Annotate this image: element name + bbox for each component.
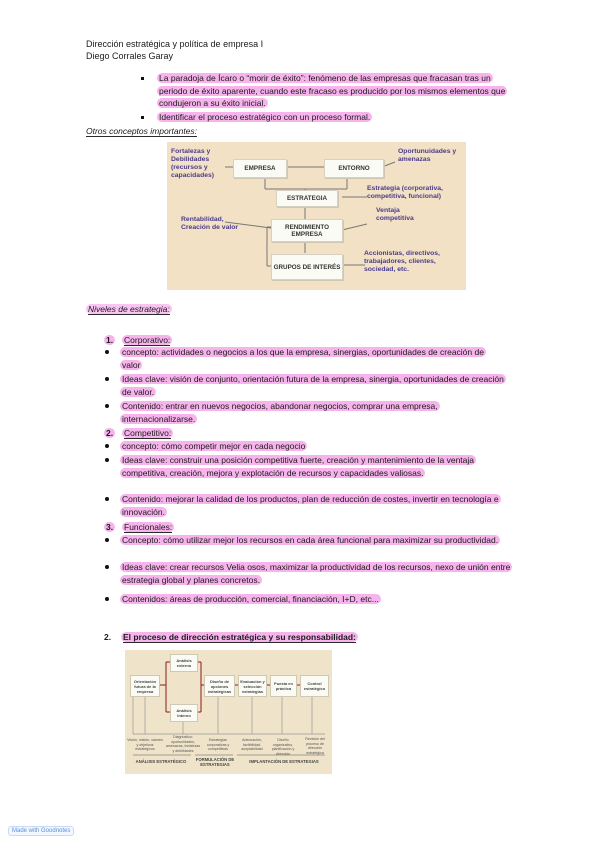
bottom-text-diagnostico: Diagnóstico: oportunidades, amenazas, fo… [165,735,201,753]
bullet-icon [105,458,109,462]
bullet-icon [105,497,109,501]
list-number-3: 3. [104,522,116,532]
list-number-2: 2. [104,428,116,438]
estrategia-tipo-label: Estrategia (corporativa, competitiva, fu… [367,185,443,200]
corporativo-concepto: concepto: actividades o negocios a los q… [120,347,486,370]
section-2-number: 2. [104,632,112,642]
bullet-icon [105,377,109,381]
bullet-icon [105,350,109,354]
bottom-text-vision: Visión, misión, valores y objetivos estr… [127,738,163,751]
bullet-icon [105,565,109,569]
estrategia-box: ESTRATEGIA [276,190,338,207]
entorno-box: ENTORNO [324,159,384,178]
funcionales-concepto: Concepto: cómo utilizar mejor los recurs… [120,535,501,545]
funcionales-ideas: Ideas clave: crear recursos Velia osos, … [120,562,513,585]
funcionales-contenido: Contenidos: áreas de producción, comerci… [120,594,381,604]
puesta-practica-box: Puesta en práctica [270,675,297,697]
phase-implantacion: IMPLANTACIÓN DE ESTRATEGIAS [249,759,319,764]
intro-item-proceso: Identificar el proceso estratégico con u… [157,112,373,122]
bottom-text-estrategias: Estrategias corporativas y competitivas [206,738,230,751]
phase-analisis: ANÁLISIS ESTRATÉGICO [135,759,187,764]
competitivo-contenido: Contenido: mejorar la calidad de los pro… [120,494,501,517]
bullet-icon [105,538,109,542]
diagram-arrows [224,161,396,267]
niveles-heading: Niveles de estrategia: [86,304,172,315]
oportunidades-label: Oportunuidades y amenazas [398,148,457,163]
bottom-text-revision: Revisión del proceso de dirección estrat… [305,737,325,755]
competitivo-concepto: concepto: cómo competir mejor en cada ne… [120,441,308,451]
bottom-text-adecuacion: Adecuación, factibilidad, aceptabilidad [241,738,263,751]
document-author: Diego Corrales Garay [86,51,174,61]
analisis-interno-box: Análisis interno [170,704,198,722]
bullet-icon [105,444,109,448]
goodnotes-logo: Made with Goodnotes [8,826,75,836]
otros-conceptos-heading: Otros conceptos importantes: [86,126,198,137]
square-bullet-icon [141,77,144,80]
analisis-externo-box: Análisis externo [170,654,198,672]
strategy-concepts-diagram: EMPRESA ENTORNO ESTRATEGIA RENDIMIENTO E… [167,142,466,290]
bullet-icon [105,597,109,601]
section-2-title: El proceso de dirección estratégica y su… [121,632,358,643]
diseno-opciones-box: Diseño de opciones estratégicas [204,675,235,697]
list-number-1: 1. [104,335,116,345]
phase-formulacion: FORMULACIÓN DE ESTRATEGIAS [195,757,235,767]
control-estrategico-box: Control estratégico [300,675,329,697]
funcionales-heading: Funcionales: [122,522,175,533]
corporativo-heading: Corporativo: [122,335,173,346]
bottom-text-diseno-org: Diseño organizativo, planificación y dir… [271,738,295,756]
evaluacion-box: Evaluación y selección estrategias [238,675,267,697]
competitivo-ideas: Ideas clave: construir una posición comp… [120,455,476,478]
grupos-interes-box: GRUPOS DE INTERÉS [271,254,343,280]
process-arrows [132,661,325,756]
ventaja-label: Ventaja competitiva [376,207,414,222]
intro-item-icaro: La paradoja de Ícaro o “morir de éxito”:… [157,73,508,108]
fortalezas-label: Fortalezas y Debilidades (recursos y cap… [171,148,215,179]
document-title: Dirección estratégica y política de empr… [86,39,264,49]
rendimiento-box: RENDIMIENTO EMPRESA [271,219,343,242]
square-bullet-icon [141,116,144,119]
empresa-box: EMPRESA [233,159,287,178]
competitivo-heading: Competitivo: [122,428,174,439]
corporativo-contenido: Contenido: entrar en nuevos negocios, ab… [120,401,440,424]
corporativo-ideas: Ideas clave: visión de conjunto, orienta… [120,374,506,397]
rentabilidad-label: Rentabilidad, Creación de valor [181,216,239,231]
strategic-process-diagram: Orientación futura de la empresa Análisi… [125,650,332,774]
bullet-icon [105,404,109,408]
accionistas-label: Accionistas, directivos, trabajadores, c… [364,250,440,273]
orientacion-box: Orientación futura de la empresa [130,675,160,697]
